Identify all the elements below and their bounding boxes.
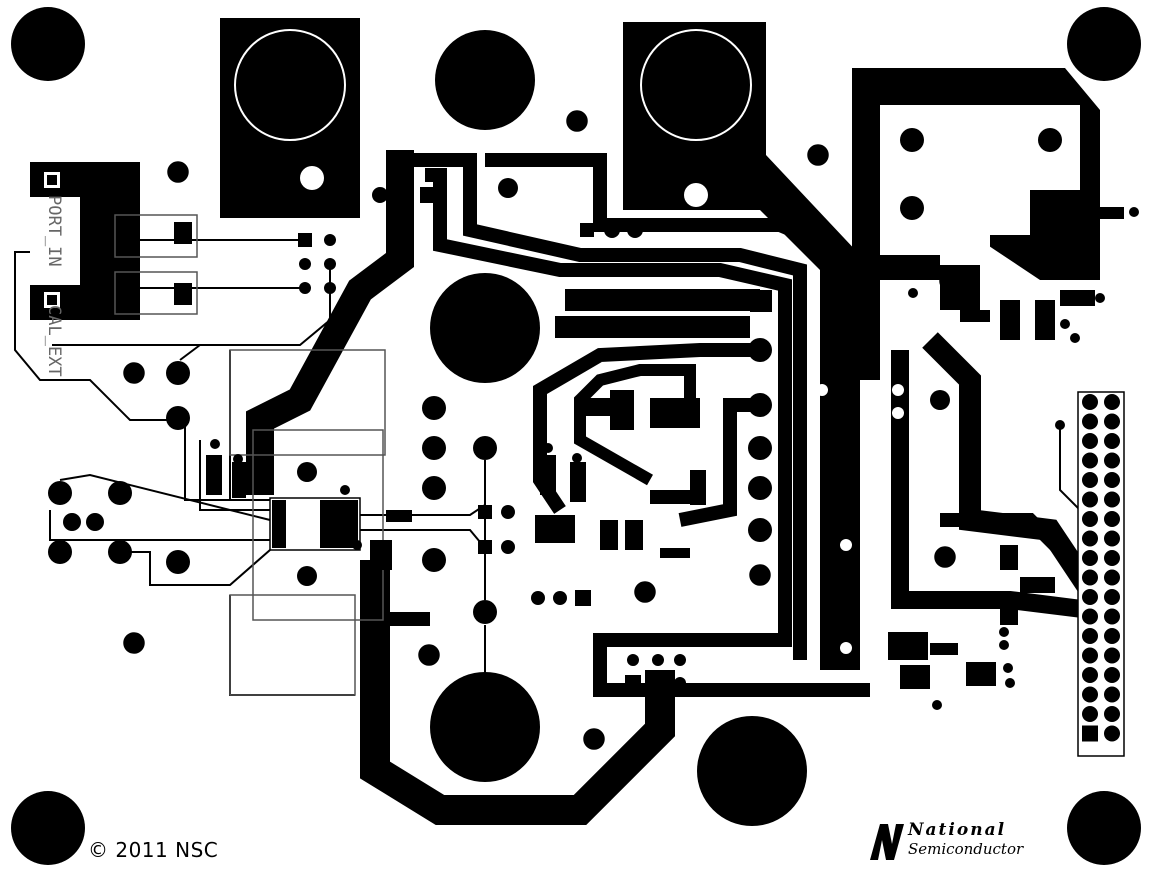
ic-footprint-center-left <box>269 497 361 551</box>
header-pin <box>1104 647 1120 664</box>
header-pin <box>1082 686 1098 703</box>
header-pin <box>1104 725 1120 742</box>
header-pin <box>1082 413 1098 430</box>
header-pin <box>1104 686 1120 703</box>
logo-line2: Semiconductor <box>908 840 1024 858</box>
large-hole-center <box>430 273 540 383</box>
header-pin <box>1082 452 1098 469</box>
header-pin <box>1082 394 1098 410</box>
header-pin <box>1082 647 1098 664</box>
header-pin <box>1104 628 1120 644</box>
header-pin <box>1104 452 1120 469</box>
port-in-connector <box>30 162 140 320</box>
large-hole-bottom-center <box>430 672 540 782</box>
ns-logo-icon <box>870 824 904 860</box>
header-pin <box>1082 433 1098 449</box>
logo-line1: National <box>908 820 1007 840</box>
sma-connector-right <box>623 22 860 670</box>
header-pin <box>1082 491 1098 508</box>
header-pin <box>1082 530 1098 547</box>
header-pin <box>1104 550 1120 566</box>
mounting-hole-br <box>1067 791 1141 865</box>
mounting-hole-tl <box>11 7 85 81</box>
copyright-text: © 2011 NSC <box>88 838 219 862</box>
port-in-label: PORT_IN <box>44 195 64 267</box>
header-pin <box>1104 589 1120 605</box>
header-pin <box>1104 511 1120 527</box>
header-pin <box>1082 725 1098 742</box>
header-pin <box>1104 472 1120 488</box>
header-pin <box>1082 589 1098 605</box>
header-pin <box>1104 706 1120 722</box>
header-pin <box>1082 472 1098 488</box>
header-pin <box>1082 511 1098 527</box>
header-pin <box>1082 628 1098 644</box>
national-semiconductor-logo: National Semiconductor <box>866 820 1046 868</box>
header-pin <box>1104 394 1120 410</box>
test-points <box>123 110 961 750</box>
header-pin <box>1104 491 1120 508</box>
header-pin <box>1104 413 1120 430</box>
connector-block-upper-right <box>852 68 1100 380</box>
mounting-hole-tr <box>1067 7 1141 81</box>
large-hole-bottom-right <box>697 716 807 826</box>
header-connector-right <box>1077 391 1125 757</box>
header-pin <box>1104 530 1120 547</box>
header-pin <box>1104 569 1120 586</box>
large-hole-top-center <box>435 30 535 130</box>
header-pin <box>1104 608 1120 625</box>
mounting-hole-bl <box>11 791 85 865</box>
sma-connector-left <box>220 18 360 218</box>
header-pin <box>1082 667 1098 683</box>
header-pin <box>1104 667 1120 683</box>
cal-ext-label: CAL_EXT <box>44 305 64 377</box>
header-pin <box>1104 433 1120 449</box>
header-pin <box>1082 550 1098 566</box>
header-pin <box>1082 569 1098 586</box>
smd-pads <box>174 178 1139 710</box>
header-pin <box>1082 608 1098 625</box>
header-pin <box>1082 706 1098 722</box>
center-pads <box>166 361 772 624</box>
